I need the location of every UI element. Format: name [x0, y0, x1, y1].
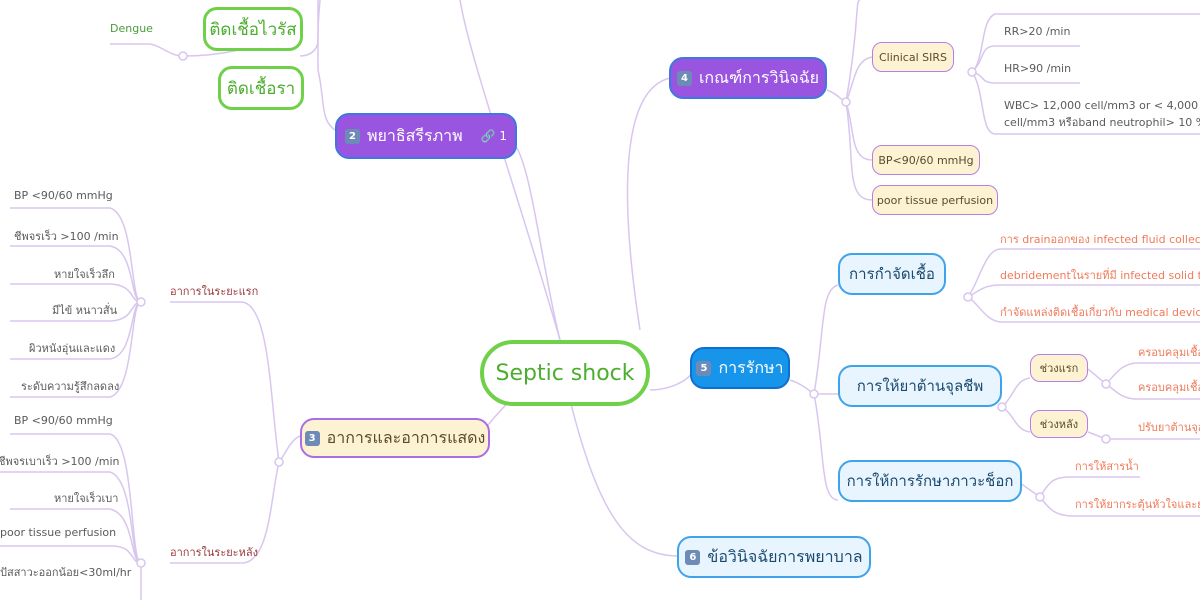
- late-symptom-item[interactable]: poor tissue perfusion: [0, 526, 117, 539]
- early-symptom-item[interactable]: BP <90/60 mmHg: [14, 189, 113, 202]
- sirs-item[interactable]: WBC> 12,000 cell/mm3 or < 4,000: [1004, 99, 1199, 112]
- node-shock-treatment-label: การให้การรักษาภาวะช็อก: [846, 472, 1014, 490]
- badge-3: 3: [304, 430, 320, 446]
- badge-5: 5: [696, 360, 712, 376]
- late-symptom-item[interactable]: BP <90/60 mmHg: [14, 414, 113, 427]
- node-viral-infection[interactable]: ติดเชื้อไวรัส: [203, 7, 303, 51]
- node-late-phase-label: ช่วงหลัง: [1039, 418, 1079, 431]
- node-eliminate-infection[interactable]: การกำจัดเชื้อ: [838, 253, 946, 295]
- node-clinical-sirs-label: Clinical SIRS: [878, 50, 947, 64]
- early-phase-item[interactable]: ครอบคลุมเชื้อ: [1138, 381, 1200, 394]
- early-symptom-item[interactable]: ผิวหนังอุ่นและแดง: [29, 342, 116, 355]
- early-symptom-item[interactable]: ระดับความรู้สึกลดลง: [21, 380, 120, 393]
- shock-item[interactable]: การให้สารน้ำ: [1075, 460, 1139, 473]
- branch-diagnostic-criteria-label: เกณฑ์การวินิจฉัย: [698, 67, 820, 87]
- node-bp-criteria-label: BP<90/60 mmHg: [878, 153, 974, 167]
- branch-treatment[interactable]: 5 การรักษา: [690, 347, 790, 389]
- branch-diagnostic-criteria[interactable]: 4 เกณฑ์การวินิจฉัย: [669, 57, 827, 99]
- late-symptoms-label[interactable]: อาการในระยะหลัง: [170, 546, 258, 559]
- late-symptom-item[interactable]: หายใจเร็วเบา: [54, 492, 119, 505]
- eliminate-item[interactable]: debridementในรายที่มี infected solid tis…: [1000, 269, 1200, 282]
- node-poor-perfusion-label: poor tissue perfusion: [876, 193, 994, 207]
- eliminate-item[interactable]: การ drainออกของ infected fluid collectio: [1000, 233, 1200, 246]
- link-icon[interactable]: 🔗 1: [480, 129, 508, 143]
- late-symptom-item[interactable]: ปัสสาวะออกน้อย<30ml/hr: [0, 566, 132, 579]
- node-poor-perfusion[interactable]: poor tissue perfusion: [872, 185, 998, 215]
- badge-4: 4: [676, 70, 692, 86]
- link-count: 1: [499, 129, 508, 143]
- early-symptom-item[interactable]: มีไข้ หนาวสั่น: [52, 304, 118, 317]
- branch-symptoms[interactable]: 3 อาการและอาการแสดง: [300, 418, 490, 458]
- branch-symptoms-label: อาการและอาการแสดง: [326, 427, 486, 447]
- badge-6: 6: [685, 549, 701, 565]
- sirs-item[interactable]: RR>20 /min: [1004, 25, 1071, 38]
- node-late-phase[interactable]: ช่วงหลัง: [1030, 410, 1088, 438]
- node-antimicrobial[interactable]: การให้ยาต้านจุลชีพ: [838, 365, 1002, 407]
- badge-2: 2: [344, 128, 360, 144]
- node-eliminate-infection-label: การกำจัดเชื้อ: [849, 265, 935, 283]
- branch-treatment-label: การรักษา: [718, 357, 784, 377]
- root-label: Septic shock: [495, 360, 635, 386]
- early-phase-item[interactable]: ครอบคลุมเชื้อ: [1138, 346, 1200, 359]
- node-shock-treatment[interactable]: การให้การรักษาภาวะช็อก: [838, 460, 1022, 502]
- eliminate-item[interactable]: กำจัดแหล่งติดเชื้อเกี่ยวกับ medical devi…: [1000, 306, 1200, 319]
- early-symptom-item[interactable]: ชีพจรเร็ว >100 /min: [14, 230, 119, 243]
- node-viral-infection-label: ติดเชื้อไวรัส: [209, 19, 297, 40]
- late-symptom-item[interactable]: ชีพจรเบาเร็ว >100 /min: [0, 455, 120, 468]
- branch-nursing-diagnosis[interactable]: 6 ข้อวินิจฉัยการพยาบาล: [677, 536, 871, 578]
- late-phase-item[interactable]: ปรับยาต้านจุล: [1138, 421, 1200, 434]
- sirs-item[interactable]: cell/mm3 หรือband neutrophil> 10 %: [1004, 116, 1200, 129]
- sirs-item[interactable]: HR>90 /min: [1004, 62, 1072, 75]
- root-node[interactable]: Septic shock: [480, 340, 650, 406]
- shock-item[interactable]: การให้ยากระตุ้นหัวใจและยาท: [1075, 498, 1200, 511]
- node-antimicrobial-label: การให้ยาต้านจุลชีพ: [856, 377, 984, 395]
- early-symptom-item[interactable]: หายใจเร็วลึก: [54, 268, 115, 281]
- early-symptoms-label[interactable]: อาการในระยะแรก: [170, 285, 259, 298]
- node-early-phase-label: ช่วงแรก: [1039, 362, 1079, 375]
- node-bp-criteria[interactable]: BP<90/60 mmHg: [872, 145, 980, 175]
- branch-nursing-diagnosis-label: ข้อวินิจฉัยการพยาบาล: [707, 546, 863, 566]
- node-fungal-infection[interactable]: ติดเชื้อรา: [218, 66, 304, 110]
- node-early-phase[interactable]: ช่วงแรก: [1030, 354, 1088, 382]
- node-fungal-infection-label: ติดเชื้อรา: [226, 78, 296, 99]
- leaf-dengue[interactable]: Dengue: [110, 22, 153, 35]
- node-clinical-sirs[interactable]: Clinical SIRS: [872, 42, 954, 72]
- branch-pathophysiology-label: พยาธิสรีรภาพ: [366, 125, 463, 145]
- branch-pathophysiology[interactable]: 2 พยาธิสรีรภาพ 🔗 1: [335, 113, 517, 159]
